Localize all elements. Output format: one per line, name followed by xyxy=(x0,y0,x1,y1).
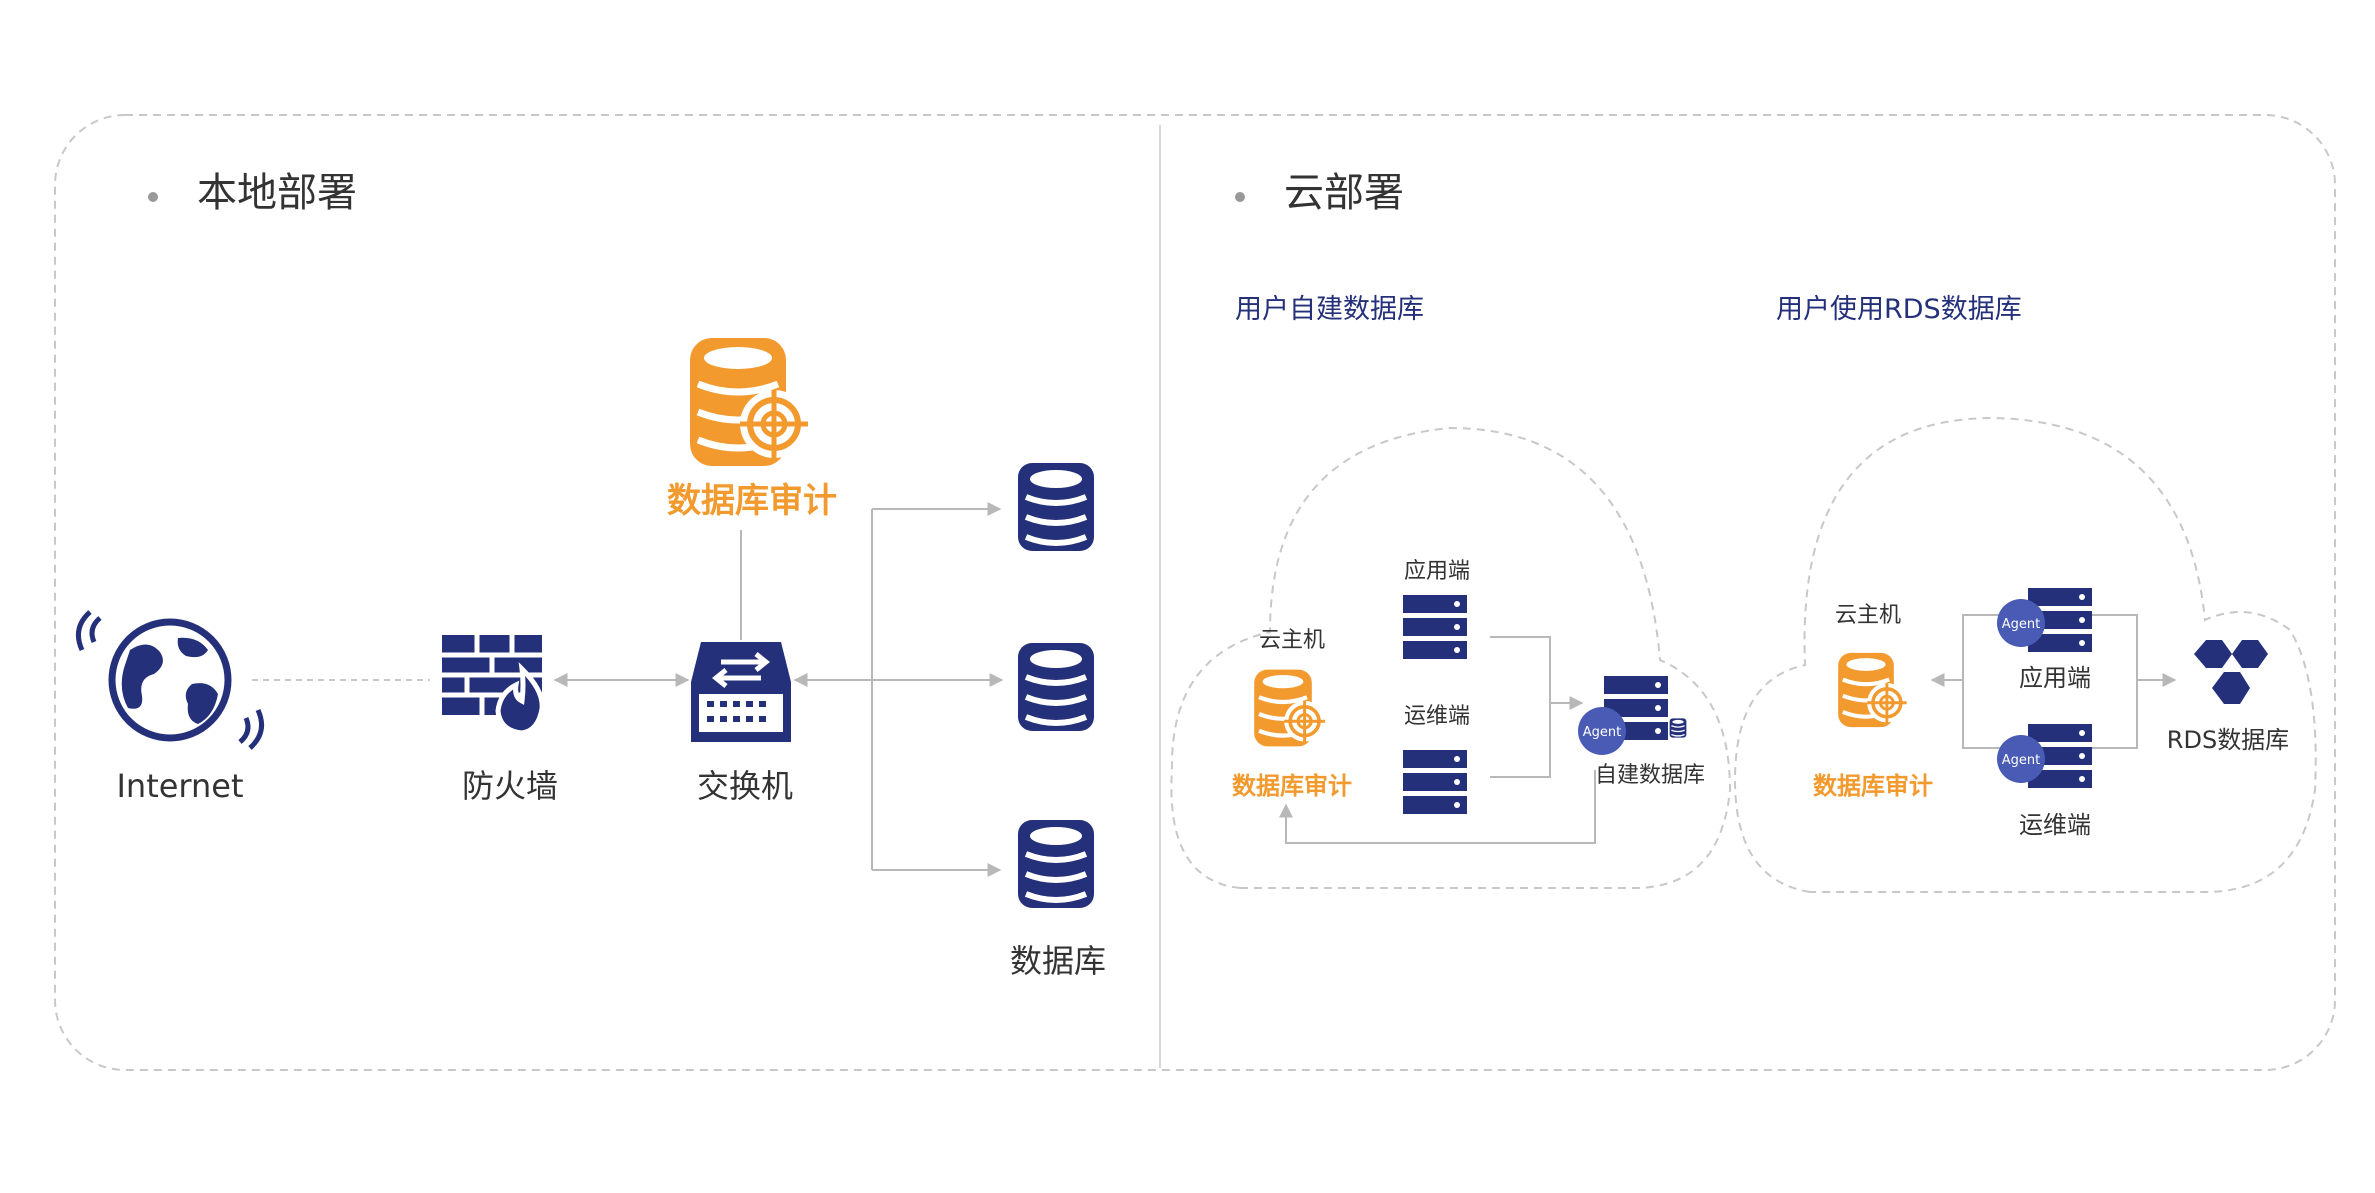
self-built-ops-label: 运维端 xyxy=(1404,704,1470,729)
database-icon-top xyxy=(1018,463,1094,551)
self-built-app-db-link xyxy=(1490,636,1551,703)
self-built-db-audit-link xyxy=(1279,770,1596,844)
rds-database-icon xyxy=(2194,640,2268,704)
internet-label: Internet xyxy=(116,767,243,805)
self-built-cloud-outline xyxy=(1170,426,1732,890)
self-built-app-server-icon xyxy=(1403,595,1467,659)
rds-audit-bus xyxy=(1962,614,2015,749)
self-built-heading: 用户自建数据库 xyxy=(1235,294,1424,325)
local-title-bullet xyxy=(148,192,158,202)
rds-cloud-outline xyxy=(1733,416,2317,893)
cloud-title: 云部署 xyxy=(1284,170,1404,216)
switch-icon xyxy=(691,642,791,742)
firewall-label: 防火墙 xyxy=(462,767,558,805)
local-section: 本地部署 Internet xyxy=(75,170,1106,980)
self-built-audit-label: 数据库审计 xyxy=(1232,772,1352,800)
rds-app-agent-label: Agent xyxy=(2002,617,2040,632)
cloud-title-bullet xyxy=(1235,192,1245,202)
self-built-mini-db-icon xyxy=(1668,717,1688,739)
self-built-db-label: 自建数据库 xyxy=(1595,763,1705,788)
globe-icon xyxy=(75,610,265,750)
self-built-ops-server-icon xyxy=(1403,750,1467,814)
rds-ops-agent-label: Agent xyxy=(2002,753,2040,768)
cloud-section: 云部署 用户自建数据库 用户使用RDS数据库 云主机 数据库审计 应用端 运维端… xyxy=(1170,170,2317,893)
rds-database-label: RDS数据库 xyxy=(2167,726,2289,754)
database-icon-middle xyxy=(1018,643,1094,731)
audit-database-icon xyxy=(690,338,808,466)
rds-audit-label: 数据库审计 xyxy=(1813,772,1933,800)
rds-cloud-host-label: 云主机 xyxy=(1835,603,1901,628)
firewall-icon xyxy=(442,635,545,736)
outer-frame xyxy=(54,114,2336,1071)
switch-label: 交换机 xyxy=(697,767,793,805)
self-built-cloud-host-label: 云主机 xyxy=(1259,628,1325,653)
self-built-app-label: 应用端 xyxy=(1404,559,1470,584)
rds-audit-icon xyxy=(1838,653,1906,727)
self-built-ops-db-link xyxy=(1490,703,1551,778)
database-icon-bottom xyxy=(1018,820,1094,908)
rds-heading: 用户使用RDS数据库 xyxy=(1776,294,2022,325)
database-label: 数据库 xyxy=(1010,942,1106,980)
rds-ops-label: 运维端 xyxy=(2019,811,2091,839)
local-title: 本地部署 xyxy=(197,170,357,216)
self-built-audit-icon xyxy=(1254,670,1325,747)
self-built-agent-label: Agent xyxy=(1583,725,1621,740)
audit-label: 数据库审计 xyxy=(667,481,837,521)
rds-app-label: 应用端 xyxy=(2019,664,2091,692)
rds-servers-bus xyxy=(2090,614,2138,749)
